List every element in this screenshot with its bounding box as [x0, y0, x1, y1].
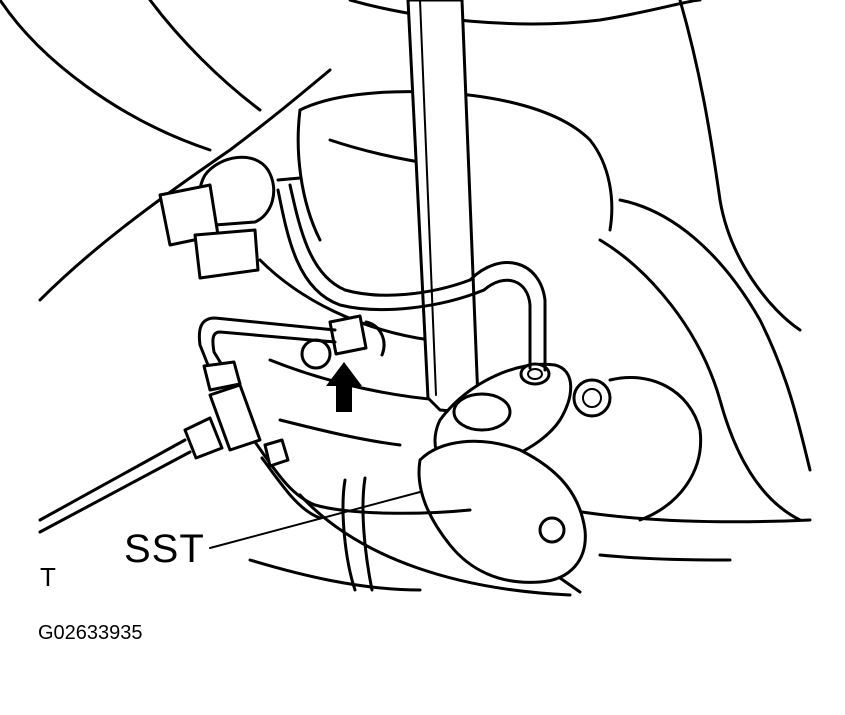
- sst-label: SST: [124, 527, 205, 571]
- flare-nut-bolt: [300, 314, 386, 370]
- background-contours: [0, 0, 812, 597]
- figure-code: G02633935: [38, 622, 143, 644]
- upper-fitting: [158, 155, 302, 280]
- brake-tube-upper: [276, 183, 547, 372]
- orientation-label: T: [40, 562, 56, 592]
- sst-leader-line: [209, 491, 421, 549]
- up-arrow-icon: [326, 362, 362, 412]
- push-rod: [406, 0, 480, 414]
- brake-line-left: [38, 316, 472, 592]
- master-cylinder: [417, 378, 612, 594]
